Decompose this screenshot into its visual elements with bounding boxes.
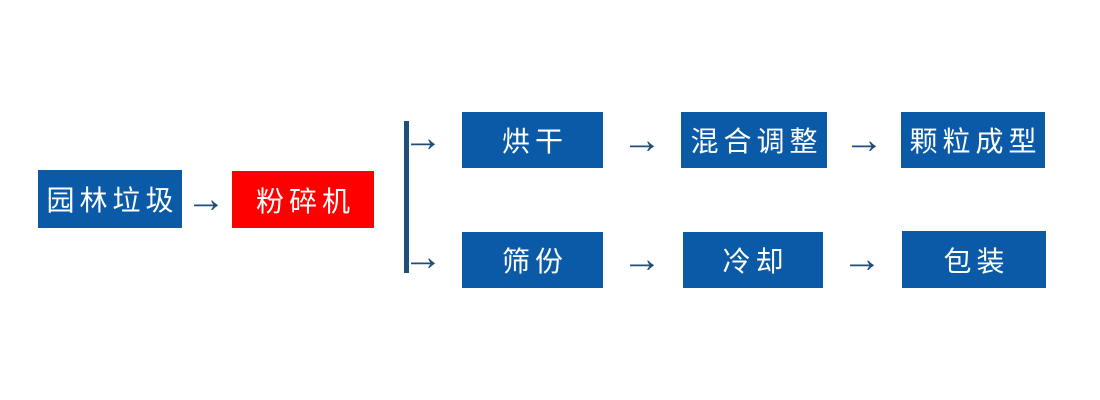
node-drying: 烘干 (462, 112, 603, 168)
node-packaging: 包装 (902, 231, 1046, 288)
flow-arrow-icon: → (186, 177, 226, 221)
branch-connector-line (404, 121, 409, 273)
flow-arrow-icon: → (844, 118, 884, 162)
node-sieving: 筛份 (462, 232, 603, 288)
node-garden-waste: 园林垃圾 (38, 170, 182, 228)
node-cooling: 冷却 (683, 232, 823, 288)
node-crusher: 粉碎机 (232, 171, 374, 228)
branch-arrow-top-icon: → (403, 116, 443, 160)
branch-arrow-bottom-icon: → (403, 235, 443, 279)
node-pellet-forming: 颗粒成型 (901, 112, 1045, 168)
flow-arrow-icon: → (622, 237, 662, 281)
flow-arrow-icon: → (842, 237, 882, 281)
node-mix-adjust: 混合调整 (681, 112, 827, 168)
flow-arrow-icon: → (622, 118, 662, 162)
